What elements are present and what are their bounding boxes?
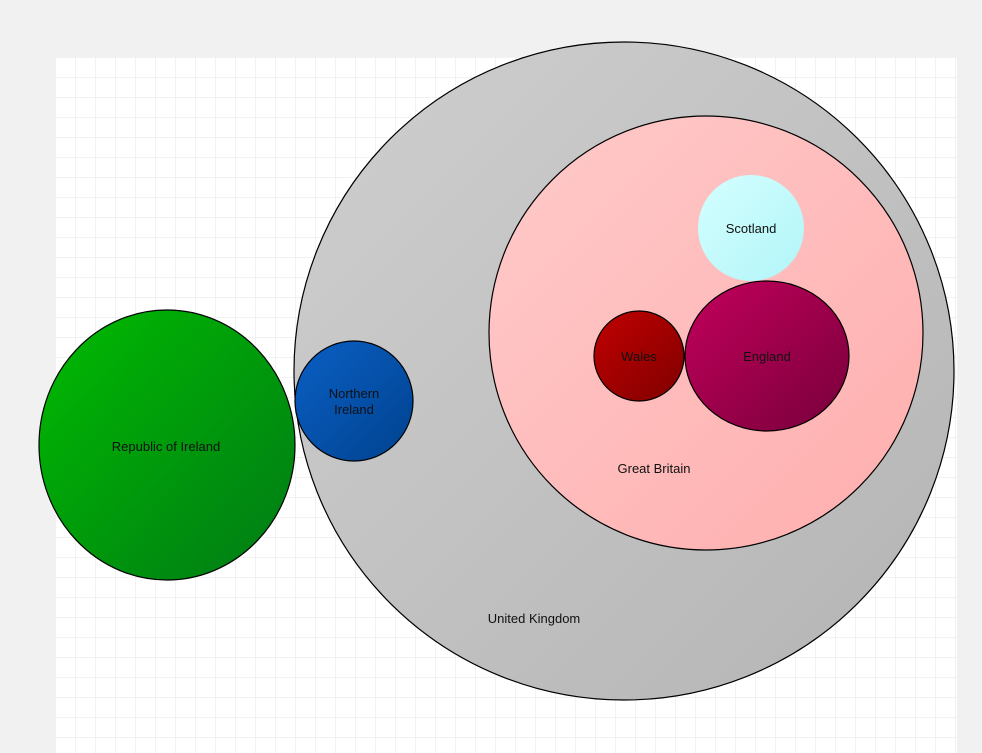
england-label: England — [743, 349, 791, 364]
wales-shape[interactable] — [593, 310, 685, 402]
northern-ireland-label-line2: Ireland — [334, 402, 374, 417]
northern-ireland-label-line1: Northern — [329, 386, 380, 401]
great-britain-label: Great Britain — [618, 461, 691, 476]
wales-node[interactable]: Wales — [593, 310, 685, 402]
england-shape[interactable] — [684, 280, 850, 432]
republic-of-ireland-label: Republic of Ireland — [112, 439, 220, 454]
wales-label: Wales — [621, 349, 657, 364]
republic-of-ireland-node[interactable]: Republic of Ireland — [38, 309, 296, 581]
republic-of-ireland-shape[interactable] — [38, 309, 296, 581]
northern-ireland-shape[interactable] — [294, 340, 414, 462]
northern-ireland-node[interactable]: Northern Ireland — [294, 340, 414, 462]
scotland-label: Scotland — [726, 221, 777, 236]
england-node[interactable]: England — [684, 280, 850, 432]
scotland-node[interactable]: Scotland — [698, 175, 804, 281]
united-kingdom-label: United Kingdom — [488, 611, 581, 626]
scotland-shape[interactable] — [698, 175, 804, 281]
